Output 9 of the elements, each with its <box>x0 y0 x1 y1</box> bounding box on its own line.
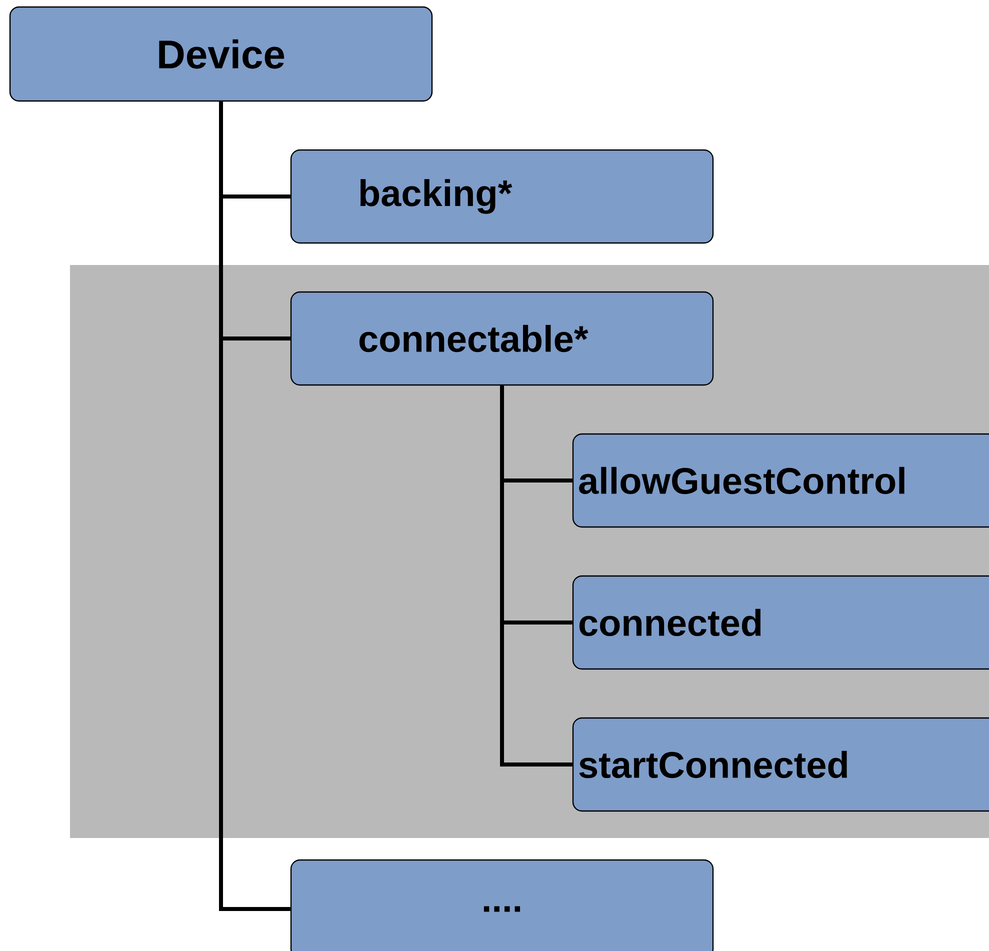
tree-box: .... <box>290 859 714 951</box>
tree-connector <box>500 386 572 766</box>
tree-box: startConnected <box>572 717 989 812</box>
tree-box: connected <box>572 575 989 670</box>
tree-box: Device <box>9 6 433 102</box>
tree-box: connectable* <box>290 291 714 386</box>
tree-box: allowGuestControl <box>572 433 989 528</box>
tree-connector <box>219 102 290 911</box>
tree-box: backing* <box>290 149 714 244</box>
